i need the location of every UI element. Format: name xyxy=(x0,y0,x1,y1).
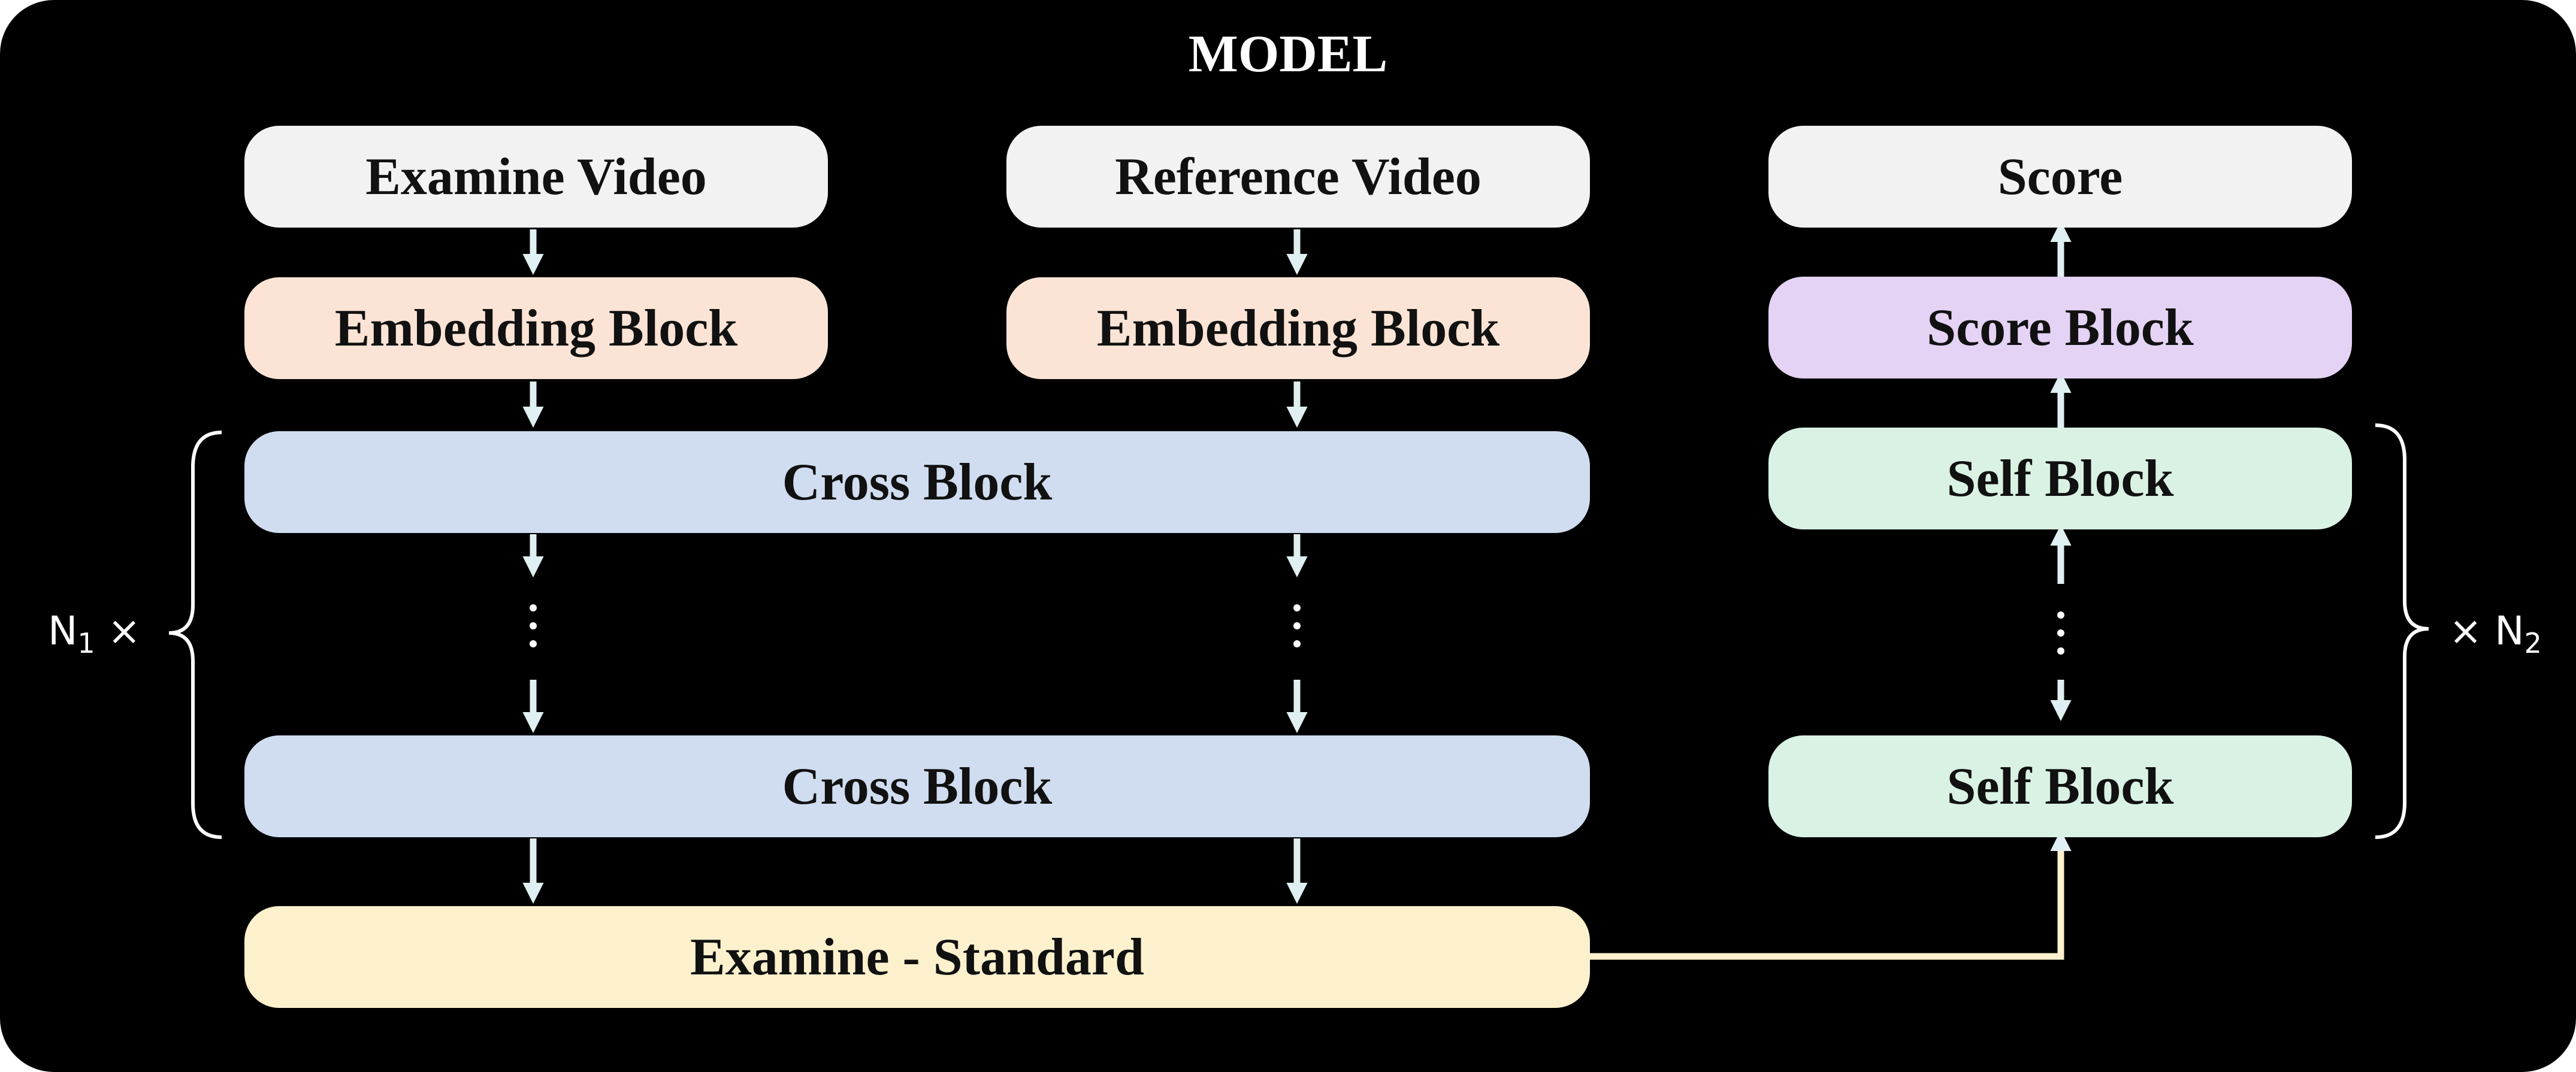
repeat-n2-times: × xyxy=(2449,608,2483,654)
cross-block-top: Cross Block xyxy=(244,431,1590,533)
repeat-n1-times: × xyxy=(107,608,141,654)
repeat-n2-letter: N xyxy=(2495,608,2524,654)
examine-video-box: Examine Video xyxy=(244,126,828,228)
score-output-box: Score xyxy=(1768,126,2352,228)
merge-to-self-connector xyxy=(1589,829,2072,960)
embedding-block-left: Embedding Block xyxy=(244,277,828,379)
repeat-n1-letter: N xyxy=(48,608,78,654)
ellipsis-right xyxy=(1293,604,1301,647)
repeat-n2-subscript: 2 xyxy=(2524,627,2542,660)
brace-left xyxy=(168,431,222,839)
self-block-bottom: Self Block xyxy=(1768,735,2352,837)
reference-video-box: Reference Video xyxy=(1006,126,1590,228)
brace-right xyxy=(2375,423,2429,839)
cross-block-bottom: Cross Block xyxy=(244,735,1590,837)
ellipsis-self xyxy=(2057,611,2064,655)
self-block-top: Self Block xyxy=(1768,428,2352,529)
repeat-n1-subscript: 1 xyxy=(77,627,95,660)
examine-standard-box: Examine - Standard xyxy=(244,906,1590,1008)
ellipsis-left xyxy=(530,604,537,647)
embedding-block-right: Embedding Block xyxy=(1006,277,1590,379)
score-block: Score Block xyxy=(1768,277,2352,378)
repeat-label-n2: × N2 xyxy=(2449,608,2542,659)
diagram-title: MODEL xyxy=(1188,25,1388,83)
repeat-label-n1: N1 × xyxy=(48,608,141,659)
